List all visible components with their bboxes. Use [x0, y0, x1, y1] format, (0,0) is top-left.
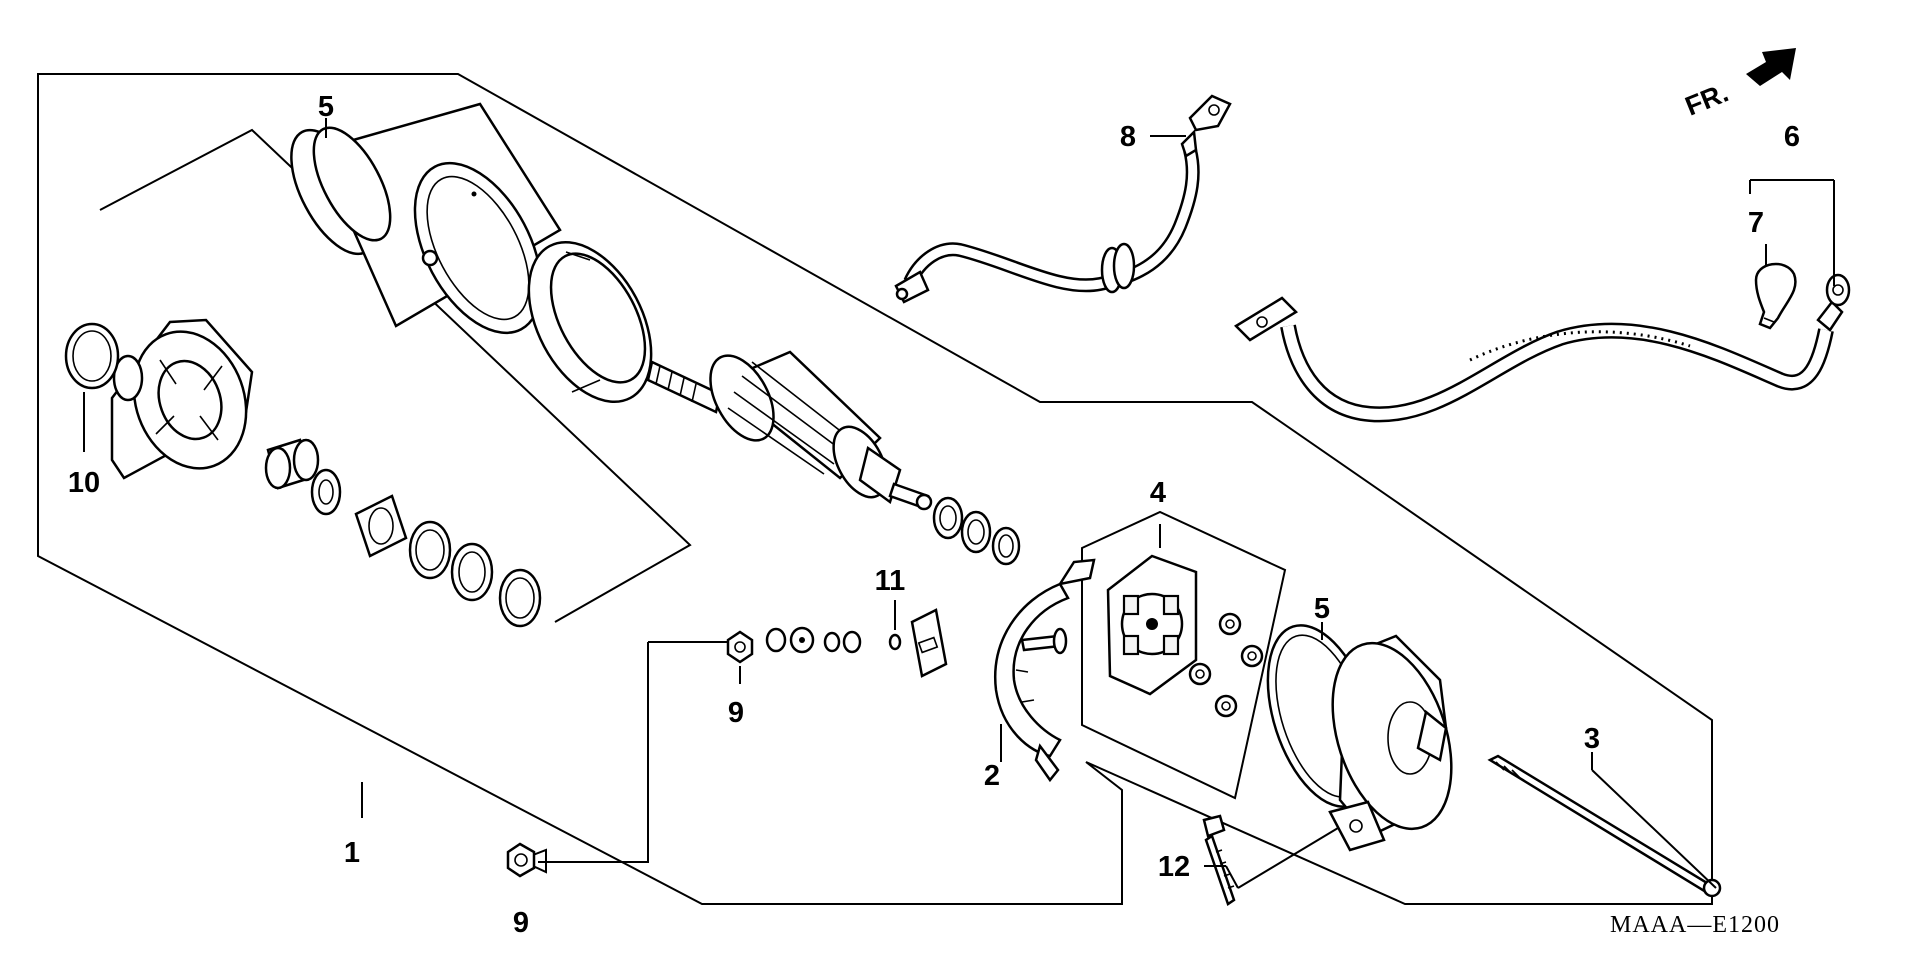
- lock-washer: [354, 494, 408, 558]
- armature: [646, 350, 933, 511]
- nut-9-lower: [506, 842, 536, 878]
- drawing-code: MAAA—E1200: [1610, 912, 1780, 938]
- nut-9-upper: [726, 630, 754, 664]
- motor-yoke: [290, 102, 562, 335]
- brush-screw: [1020, 627, 1068, 655]
- brush-holder-plate-4: [1106, 554, 1198, 696]
- needle-bearing: [264, 438, 320, 490]
- seal: [310, 468, 342, 516]
- arrow-icon: [1746, 48, 1796, 86]
- rear-cover: [1328, 634, 1453, 852]
- callout-10: 10: [68, 467, 100, 499]
- front-direction-arrow: FR.: [1681, 48, 1796, 122]
- brush-holder-clip-2: [993, 558, 1096, 783]
- flange-bolt-12: [1202, 814, 1236, 906]
- callout-9-lower: 9: [513, 907, 529, 939]
- thrust-washers-right: [932, 496, 1021, 566]
- callout-8: 8: [1120, 121, 1136, 153]
- callout-1: 1: [344, 837, 360, 869]
- callout-12: 12: [1158, 851, 1190, 883]
- callout-11: 11: [875, 565, 906, 597]
- washer-stack: [765, 626, 862, 654]
- starter-cable-8: [894, 94, 1232, 304]
- o-ring-11: [888, 633, 902, 651]
- callout-6: 6: [1784, 121, 1800, 153]
- assembly-outline-1: [37, 73, 1713, 905]
- callout-5-top: 5: [318, 91, 334, 123]
- callout-7: 7: [1748, 207, 1764, 239]
- battery-cable-6: [1233, 273, 1851, 423]
- magnet-ring: [527, 240, 653, 404]
- callout-2: 2: [984, 760, 1000, 792]
- callout-9-upper: 9: [728, 697, 744, 729]
- callout-3: 3: [1584, 723, 1600, 755]
- armature-subgroup-outline: [99, 128, 692, 623]
- brush-holder-outline-4: [1081, 510, 1287, 800]
- callout-4: 4: [1150, 477, 1166, 509]
- brush-springs: [1188, 612, 1264, 718]
- front-bracket: [110, 318, 254, 480]
- terminal-insulator: [910, 608, 948, 678]
- terminal-cap-7: [1754, 262, 1797, 330]
- o-ring-10: [64, 322, 120, 390]
- through-bolt-3: [1487, 754, 1722, 898]
- direction-label: FR.: [1681, 77, 1733, 121]
- thrust-washers-left: [408, 520, 542, 628]
- callout-5-right: 5: [1314, 593, 1330, 625]
- callout-labels: 1 2 3 4 5 5 6 7 8 9 9 10 11 12: [68, 91, 1800, 939]
